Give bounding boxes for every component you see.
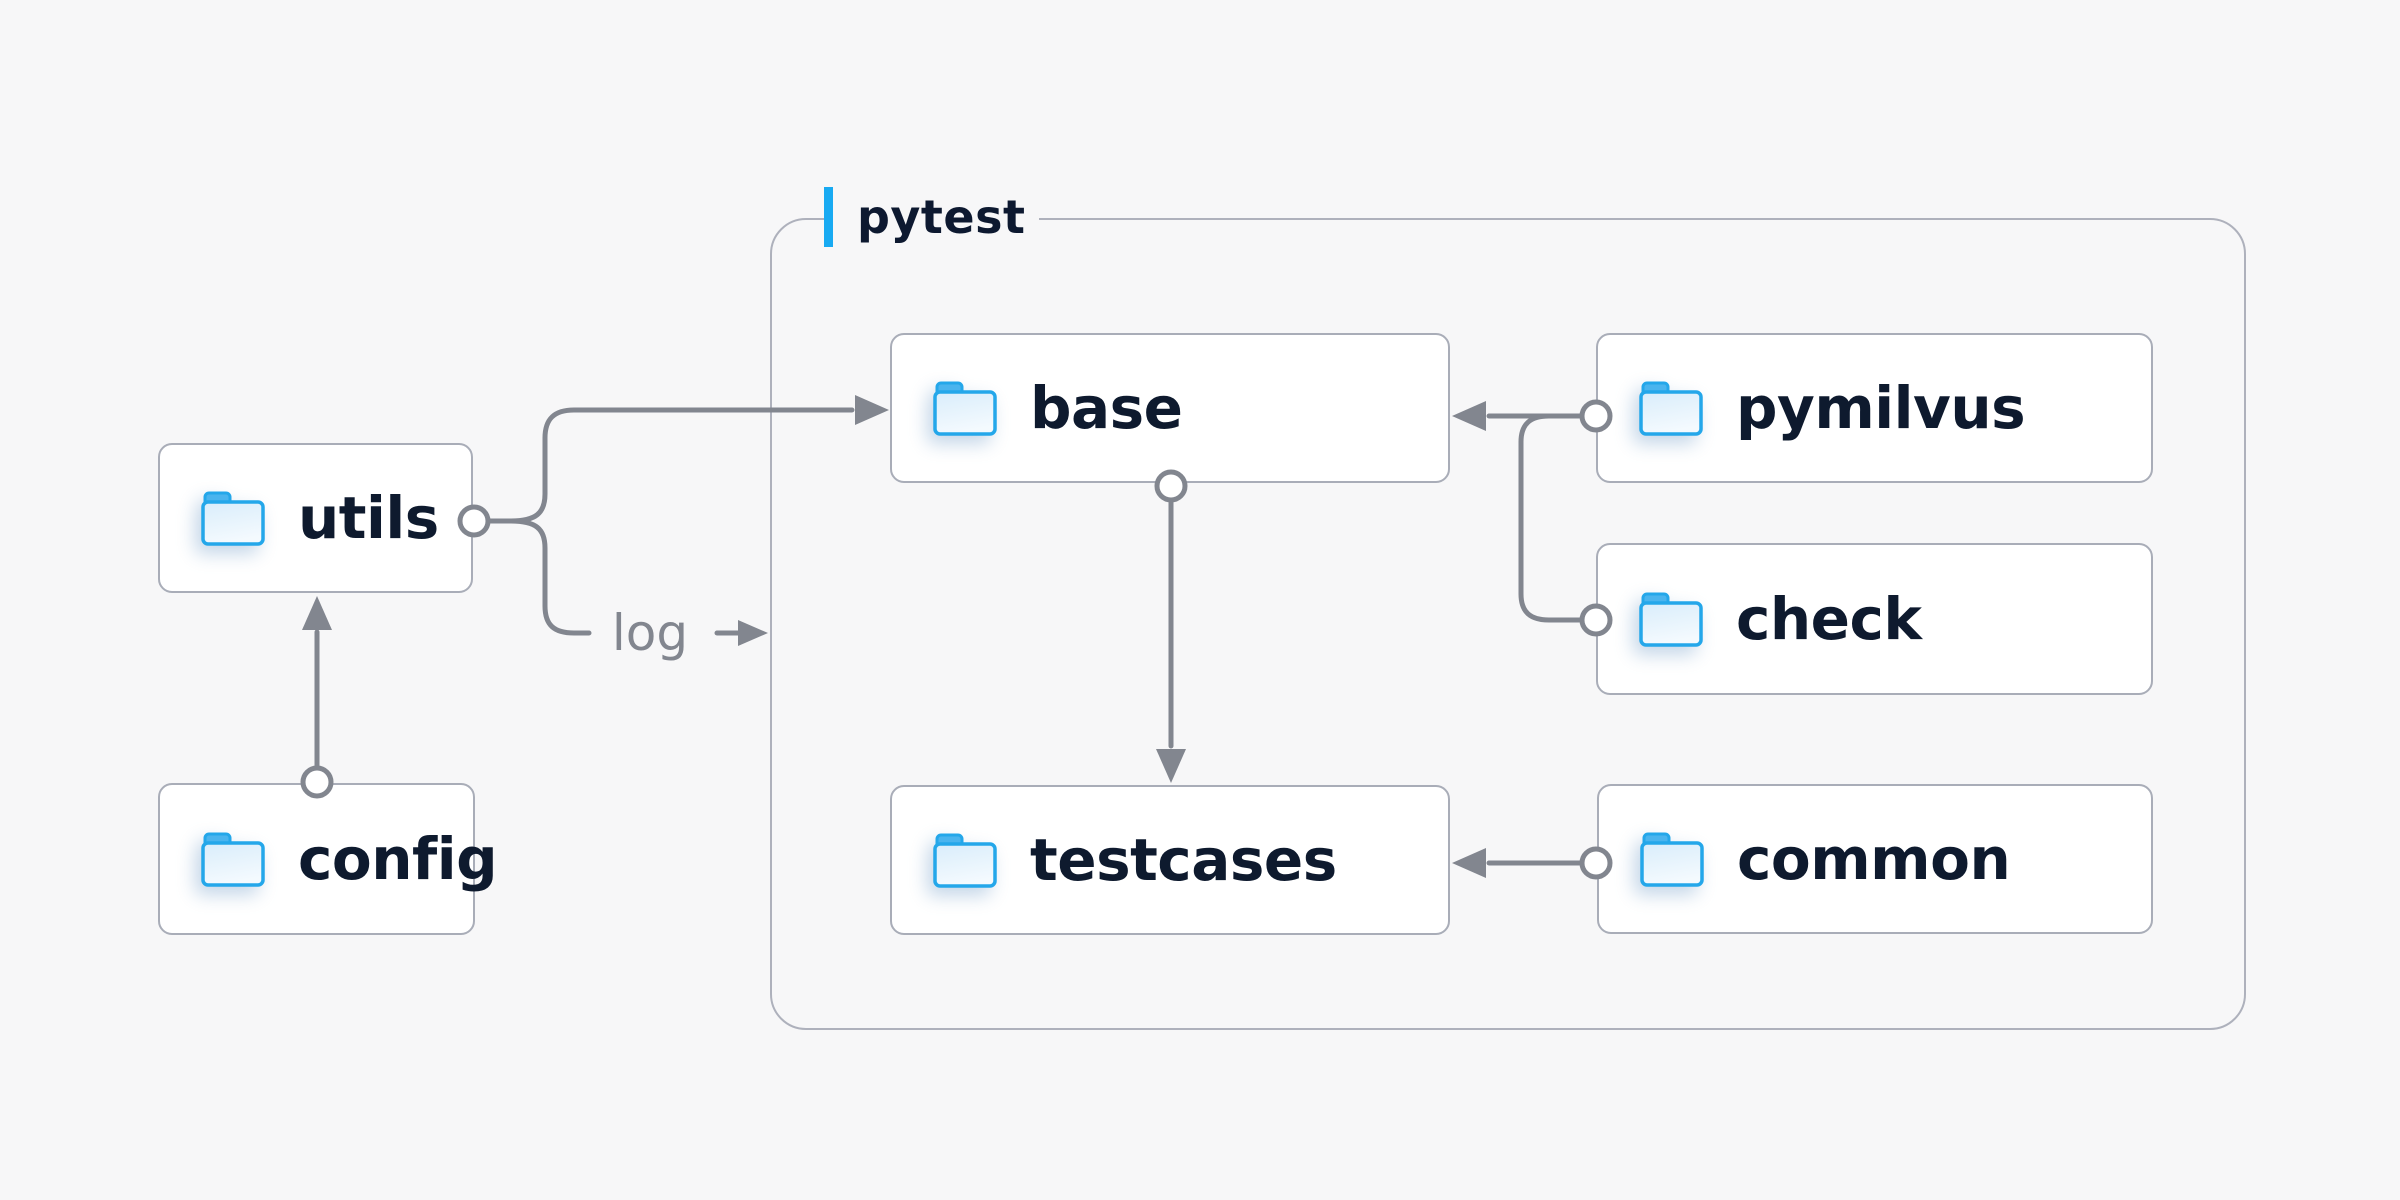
folder-label: common <box>1737 825 2011 893</box>
folder-label: base <box>1030 374 1183 442</box>
folder-icon <box>1638 590 1704 648</box>
folder-label: check <box>1736 585 1922 653</box>
folder-label: config <box>298 825 498 893</box>
pytest-group-label: pytest <box>824 186 1040 248</box>
folder-icon <box>932 379 998 437</box>
folder-node-check: check <box>1596 543 2153 695</box>
folder-icon <box>200 830 266 888</box>
folder-node-utils: utils <box>158 443 473 593</box>
folder-label: utils <box>298 484 439 552</box>
edge-utils-log <box>508 518 592 636</box>
folder-node-base: base <box>890 333 1450 483</box>
arrowhead-into-utils <box>302 596 332 630</box>
pytest-group-container <box>770 218 2246 1030</box>
edge-label-log: log <box>612 604 688 662</box>
folder-icon <box>1638 379 1704 437</box>
folder-icon <box>200 489 266 547</box>
folder-label: pymilvus <box>1736 374 2026 442</box>
folder-icon <box>932 831 998 889</box>
arrowhead-into-pytest-group <box>738 620 768 646</box>
folder-node-testcases: testcases <box>890 785 1450 935</box>
folder-label: testcases <box>1030 826 1337 894</box>
folder-node-config: config <box>158 783 498 935</box>
accent-bar-icon <box>824 187 833 247</box>
folder-node-pymilvus: pymilvus <box>1596 333 2153 483</box>
folder-icon <box>1639 830 1705 888</box>
group-label-text: pytest <box>857 190 1026 244</box>
folder-node-common: common <box>1597 784 2153 934</box>
